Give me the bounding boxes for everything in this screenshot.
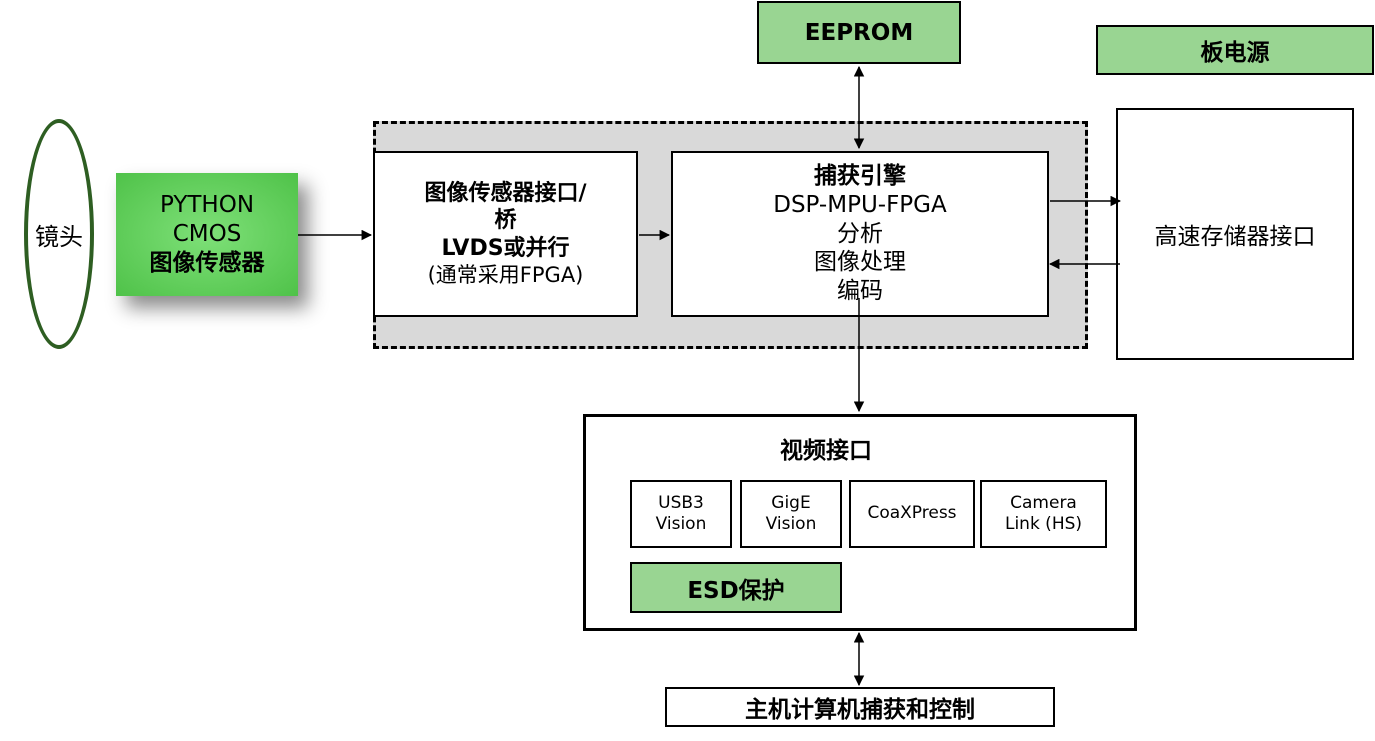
- engine-line-4: 图像处理: [814, 249, 906, 276]
- engine-line-2: DSP-MPU-FPGA: [773, 191, 947, 218]
- image-sensor-block: PYTHON CMOS 图像传感器: [116, 173, 298, 296]
- engine-line-5: 编码: [837, 278, 883, 305]
- bridge-line-1: 图像传感器接口/: [424, 180, 587, 206]
- bridge-line-2: 桥: [494, 208, 517, 234]
- host-capture-control-block: 主机计算机捕获和控制: [665, 687, 1055, 727]
- board-power-label: 板电源: [1200, 40, 1270, 66]
- engine-line-1: 捕获引擎: [814, 163, 906, 190]
- host-label: 主机计算机捕获和控制: [745, 697, 975, 723]
- sensor-line-3: 图像传感器: [149, 249, 265, 276]
- bridge-line-4: (通常采用FPGA): [427, 263, 584, 288]
- sensor-line-1: PYTHON: [159, 192, 255, 219]
- esd-protection-block: ESD保护: [630, 562, 842, 613]
- interface-coaxpress: CoaXPress: [849, 480, 975, 548]
- storage-label: 高速存储器接口: [1154, 224, 1316, 250]
- bridge-line-3: LVDS或并行: [441, 235, 570, 261]
- eeprom-label: EEPROM: [804, 19, 914, 46]
- interface-gige-vision: GigE Vision: [740, 480, 842, 548]
- lens-label: 镜头: [35, 222, 83, 251]
- interface-usb3-vision: USB3 Vision: [630, 480, 732, 548]
- video-interface-block: 视频接口 USB3 Vision GigE Vision CoaXPress C…: [583, 414, 1137, 631]
- board-power-block: 板电源: [1096, 25, 1374, 75]
- video-title: 视频接口: [780, 438, 872, 464]
- lens: 镜头: [24, 119, 94, 349]
- storage-interface-block: 高速存储器接口: [1116, 108, 1354, 360]
- interface-camera-link-hs: Camera Link (HS): [980, 480, 1107, 548]
- engine-line-3: 分析: [837, 220, 883, 247]
- capture-engine-block: 捕获引擎 DSP-MPU-FPGA 分析 图像处理 编码: [671, 151, 1049, 317]
- sensor-interface-bridge-block: 图像传感器接口/ 桥 LVDS或并行 (通常采用FPGA): [373, 151, 638, 317]
- eeprom-block: EEPROM: [757, 1, 961, 64]
- sensor-line-2: CMOS: [172, 221, 242, 248]
